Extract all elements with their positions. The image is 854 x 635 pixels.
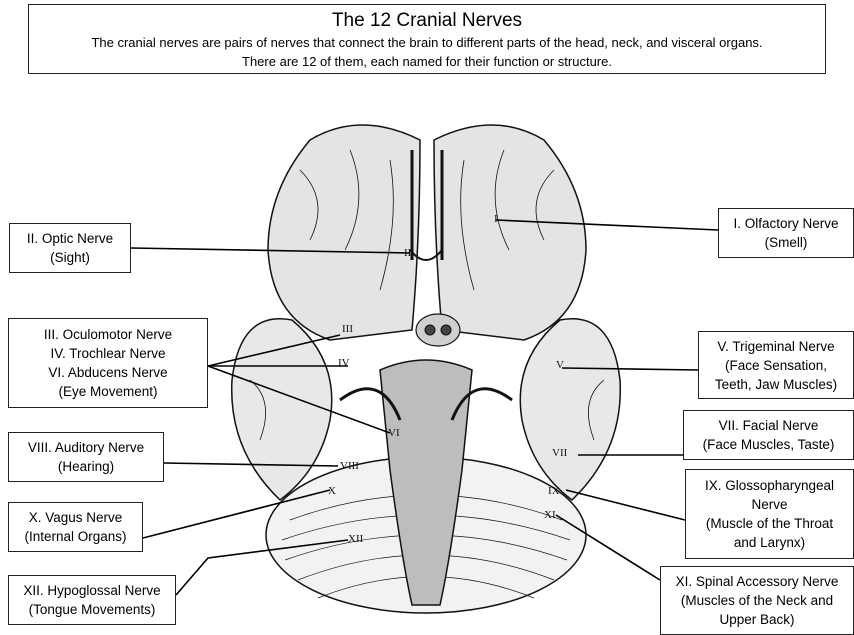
- right-frontal-lobe: [434, 125, 586, 340]
- label-olfactory-nerve: I. Olfactory Nerve (Smell): [718, 208, 854, 258]
- label-glosso-line-2: Nerve: [686, 495, 853, 514]
- right-temporal-lobe: [520, 319, 620, 500]
- label-vagus-line-1: X. Vagus Nerve: [9, 508, 142, 527]
- label-trigeminal-line-3: Teeth, Jaw Muscles): [699, 375, 853, 394]
- label-hypoglossal-line-2: (Tongue Movements): [9, 600, 175, 619]
- left-temporal-lobe: [232, 319, 332, 500]
- label-trigeminal-line-1: V. Trigeminal Nerve: [699, 337, 853, 356]
- label-optic-nerve: II. Optic Nerve (Sight): [9, 223, 131, 273]
- numeral-I: I: [494, 213, 498, 225]
- pituitary: [416, 314, 460, 346]
- label-eye-movement: (Eye Movement): [9, 382, 207, 401]
- label-glosso-line-4: and Larynx): [686, 533, 853, 552]
- label-glosso-line-1: IX. Glossopharyngeal: [686, 476, 853, 495]
- label-glossopharyngeal-nerve: IX. Glossopharyngeal Nerve (Muscle of th…: [685, 469, 854, 559]
- label-accessory-line-1: XI. Spinal Accessory Nerve: [661, 572, 853, 591]
- label-optic-line-2: (Sight): [10, 248, 130, 267]
- label-trochlear: IV. Trochlear Nerve: [9, 344, 207, 363]
- left-frontal-lobe: [268, 125, 420, 340]
- label-glosso-line-3: (Muscle of the Throat: [686, 514, 853, 533]
- numeral-IX: IX: [548, 485, 560, 497]
- label-auditory-line-2: (Hearing): [9, 457, 163, 476]
- numeral-III: III: [342, 323, 353, 335]
- numeral-V: V: [556, 359, 564, 371]
- label-auditory-line-1: VIII. Auditory Nerve: [9, 438, 163, 457]
- numeral-XII: XII: [348, 533, 364, 545]
- label-trigeminal-line-2: (Face Sensation,: [699, 356, 853, 375]
- label-facial-line-2: (Face Muscles, Taste): [684, 435, 853, 454]
- label-hypoglossal-line-1: XII. Hypoglossal Nerve: [9, 581, 175, 600]
- label-hypoglossal-nerve: XII. Hypoglossal Nerve (Tongue Movements…: [8, 575, 176, 625]
- label-eye-movement-nerves: III. Oculomotor Nerve IV. Trochlear Nerv…: [8, 318, 208, 408]
- label-facial-nerve: VII. Facial Nerve (Face Muscles, Taste): [683, 410, 854, 460]
- label-trigeminal-nerve: V. Trigeminal Nerve (Face Sensation, Tee…: [698, 331, 854, 399]
- numeral-VIII: VIII: [340, 460, 359, 472]
- leader-glossopharyngeal: [566, 490, 685, 520]
- numeral-XI: XI: [544, 509, 556, 521]
- label-olfactory-line-1: I. Olfactory Nerve: [719, 214, 853, 233]
- label-spinal-accessory-nerve: XI. Spinal Accessory Nerve (Muscles of t…: [660, 566, 854, 635]
- label-optic-line-1: II. Optic Nerve: [10, 229, 130, 248]
- label-accessory-line-2: (Muscles of the Neck and: [661, 591, 853, 610]
- label-olfactory-line-2: (Smell): [719, 233, 853, 252]
- label-vagus-line-2: (Internal Organs): [9, 527, 142, 546]
- label-auditory-nerve: VIII. Auditory Nerve (Hearing): [8, 432, 164, 482]
- label-oculomotor: III. Oculomotor Nerve: [9, 325, 207, 344]
- numeral-IV: IV: [338, 357, 350, 369]
- label-abducens: VI. Abducens Nerve: [9, 363, 207, 382]
- label-accessory-line-3: Upper Back): [661, 610, 853, 629]
- label-facial-line-1: VII. Facial Nerve: [684, 416, 853, 435]
- numeral-VII: VII: [552, 447, 568, 459]
- label-vagus-nerve: X. Vagus Nerve (Internal Organs): [8, 502, 143, 552]
